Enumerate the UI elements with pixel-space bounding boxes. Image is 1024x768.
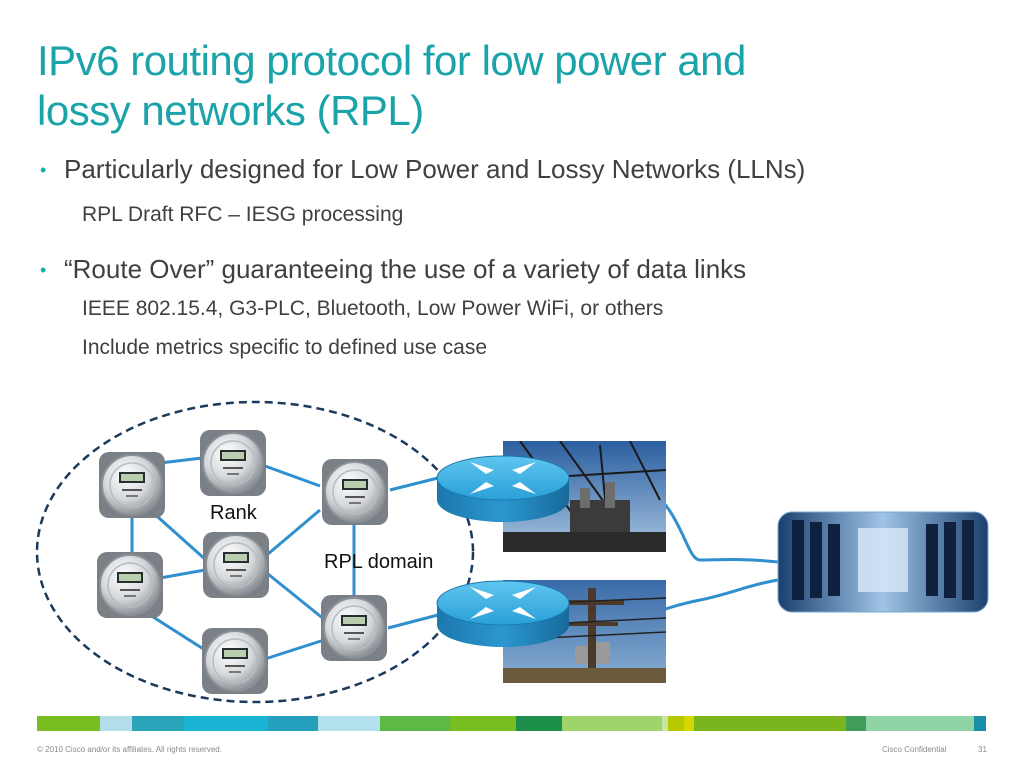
page-number: 31: [978, 745, 987, 754]
bullet-text: “Route Over” guaranteeing the use of a v…: [64, 254, 747, 284]
rpl-domain-label: RPL domain: [324, 551, 434, 573]
smart-meter-icon: [322, 459, 388, 525]
slide-title: IPv6 routing protocol for low power and …: [37, 36, 997, 136]
smart-meter-icon: [203, 532, 269, 598]
smart-meter-icon: [202, 628, 268, 694]
smart-meter-icon: [321, 595, 387, 661]
smart-meter-icon: [99, 452, 165, 518]
rank-label: Rank: [210, 502, 257, 524]
sub-bullet-text: RPL Draft RFC – IESG processing: [82, 203, 404, 226]
router-icon: [436, 455, 570, 522]
smart-meter-icon: [200, 430, 266, 496]
sub-bullet-text: IEEE 802.15.4, G3-PLC, Bluetooth, Low Po…: [82, 297, 664, 320]
bullet-text: Particularly designed for Low Power and …: [64, 154, 806, 184]
copyright-text: © 2010 Cisco and/or its affiliates. All …: [37, 745, 222, 754]
data-center-photo: [777, 511, 989, 613]
rpl-domain-boundary: [35, 400, 475, 704]
smart-meters: [97, 430, 388, 694]
smart-meter-icon: [97, 552, 163, 618]
bullet-dot-icon: •: [40, 260, 47, 280]
mesh-links: [130, 456, 779, 661]
confidential-text: Cisco Confidential: [882, 745, 947, 754]
title-line-1: IPv6 routing protocol for low power and: [37, 37, 746, 84]
sub-bullet-text: Include metrics specific to defined use …: [82, 336, 488, 359]
bullet-dot-icon: •: [40, 160, 47, 180]
title-line-2: lossy networks (RPL): [37, 87, 424, 134]
router-icon: [436, 580, 570, 647]
footer-color-bar: [37, 716, 986, 731]
